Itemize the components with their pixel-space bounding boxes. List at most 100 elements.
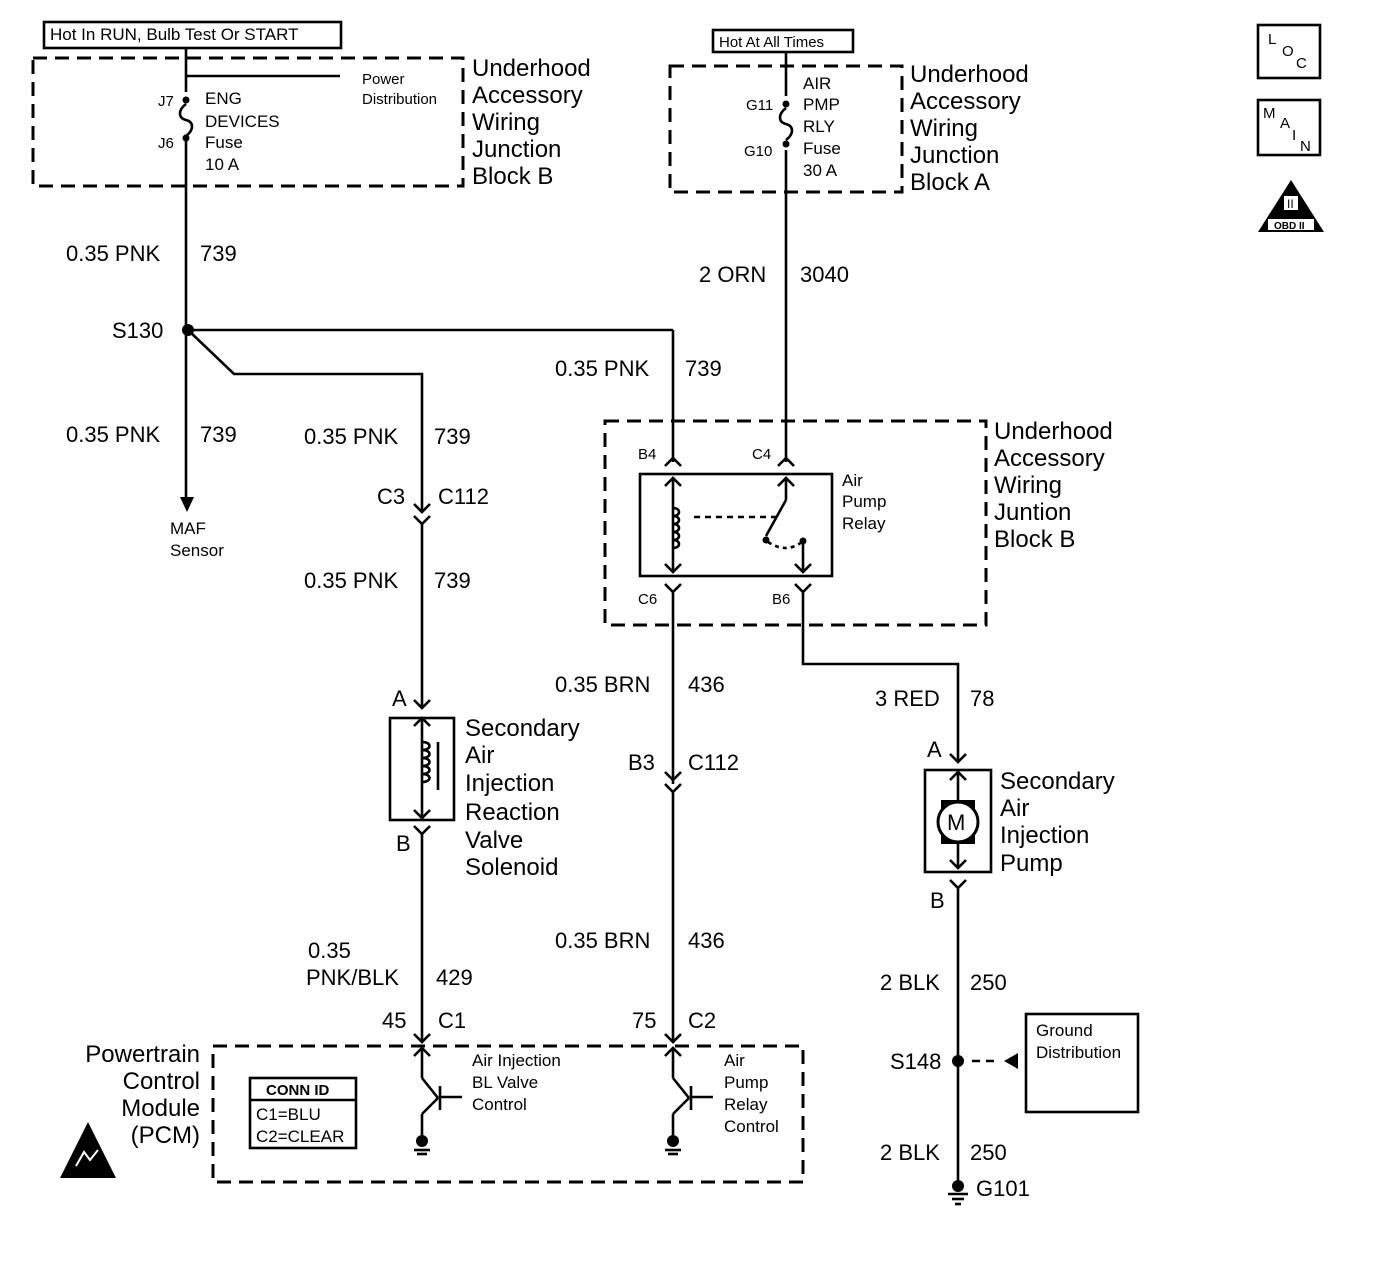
driver2-label: Air Pump Relay Control bbox=[724, 1051, 779, 1136]
wire-label-739-upper: 0.35 PNK 739 bbox=[66, 241, 237, 266]
svg-text:250: 250 bbox=[970, 1140, 1007, 1165]
svg-text:Junction: Junction bbox=[472, 136, 561, 163]
pin-j7: J7 bbox=[158, 93, 174, 110]
svg-text:Fuse: Fuse bbox=[205, 133, 243, 152]
svg-text:PNK/BLK: PNK/BLK bbox=[306, 965, 399, 990]
svg-text:N: N bbox=[1300, 138, 1311, 155]
air-injection-bl-valve-driver[interactable] bbox=[413, 1046, 462, 1156]
pump-label: Secondary Air Injection Pump bbox=[1000, 768, 1115, 877]
svg-text:Pump: Pump bbox=[1000, 850, 1063, 877]
pin-j6: J6 bbox=[158, 135, 174, 152]
svg-text:Air: Air bbox=[465, 742, 494, 769]
ground-distribution-ref[interactable]: Ground Distribution bbox=[1024, 1012, 1140, 1114]
svg-text:AIR: AIR bbox=[803, 74, 831, 93]
connector-c1[interactable] bbox=[413, 1033, 431, 1044]
svg-text:2 BLK: 2 BLK bbox=[880, 970, 940, 995]
svg-text:436: 436 bbox=[688, 928, 725, 953]
svg-text:Secondary: Secondary bbox=[1000, 768, 1115, 795]
wire-label-250-lower: 2 BLK 250 bbox=[880, 1140, 1007, 1165]
relay-block-title: Underhood Accessory Wiring Juntion Block… bbox=[994, 418, 1113, 553]
obd-ii-icon[interactable]: II OBD II bbox=[1258, 180, 1324, 232]
loc-icon[interactable]: L O C bbox=[1256, 23, 1322, 80]
svg-text:0.35 PNK: 0.35 PNK bbox=[66, 422, 160, 447]
svg-text:0.35 BRN: 0.35 BRN bbox=[555, 928, 650, 953]
wire-label-739-solenoid-lower: 0.35 PNK 739 bbox=[304, 568, 471, 593]
wire-label-429: 0.35 PNK/BLK 429 bbox=[306, 938, 473, 990]
svg-text:429: 429 bbox=[436, 965, 473, 990]
svg-text:Underhood: Underhood bbox=[994, 418, 1113, 445]
secondary-air-solenoid[interactable] bbox=[388, 716, 456, 822]
svg-text:0.35 BRN: 0.35 BRN bbox=[555, 672, 650, 697]
air-pump-relay-label: Air Pump Relay bbox=[842, 471, 886, 533]
svg-text:3040: 3040 bbox=[800, 262, 849, 287]
svg-text:Distribution: Distribution bbox=[1036, 1043, 1121, 1062]
air-pump-relay-driver[interactable] bbox=[664, 1046, 713, 1156]
svg-text:Accessory: Accessory bbox=[910, 88, 1021, 115]
svg-text:C: C bbox=[1296, 55, 1307, 72]
svg-text:Junction: Junction bbox=[910, 142, 999, 169]
svg-text:0.35 PNK: 0.35 PNK bbox=[66, 241, 160, 266]
pin-c6: C6 bbox=[638, 591, 657, 608]
svg-text:0.35: 0.35 bbox=[308, 938, 351, 963]
wire-label-3040: 2 ORN 3040 bbox=[699, 262, 849, 287]
svg-text:Accessory: Accessory bbox=[472, 82, 583, 109]
svg-text:436: 436 bbox=[688, 672, 725, 697]
solenoid-label: Secondary Air Injection Reaction Valve S… bbox=[465, 715, 580, 881]
svg-text:Module: Module bbox=[121, 1095, 200, 1122]
arrow-to-maf-icon bbox=[180, 497, 194, 512]
air-pump-relay[interactable] bbox=[638, 472, 834, 578]
motor-m-label: M bbox=[947, 810, 965, 835]
svg-text:739: 739 bbox=[434, 568, 471, 593]
wire-78 bbox=[801, 592, 960, 762]
pin-g11: G11 bbox=[746, 97, 773, 114]
connector-c1-label: C1 bbox=[438, 1008, 466, 1033]
svg-text:C2=CLEAR: C2=CLEAR bbox=[256, 1127, 344, 1146]
esd-warning-icon bbox=[60, 1122, 116, 1178]
solenoid-pin-a: A bbox=[392, 686, 407, 711]
svg-text:Underhood: Underhood bbox=[910, 61, 1029, 88]
svg-text:ENG: ENG bbox=[205, 89, 242, 108]
svg-text:Block B: Block B bbox=[994, 526, 1075, 553]
svg-text:Distribution: Distribution bbox=[362, 91, 437, 108]
secondary-air-pump[interactable]: M bbox=[923, 768, 993, 874]
splice-s148[interactable] bbox=[952, 1055, 964, 1067]
svg-text:Injection: Injection bbox=[1000, 822, 1089, 849]
svg-text:739: 739 bbox=[434, 424, 471, 449]
svg-text:MAF: MAF bbox=[170, 519, 206, 538]
svg-text:Accessory: Accessory bbox=[994, 445, 1105, 472]
maf-sensor-label[interactable]: MAF Sensor bbox=[170, 519, 224, 560]
svg-text:Relay: Relay bbox=[724, 1095, 768, 1114]
relay-pin-b6-connector bbox=[794, 583, 812, 594]
connector-c2[interactable] bbox=[664, 1033, 682, 1044]
power-distribution-label[interactable]: Power Distribution bbox=[362, 71, 437, 108]
driver1-label: Air Injection BL Valve Control bbox=[472, 1051, 561, 1114]
pump-connector-b bbox=[949, 879, 967, 890]
relay-pin-c6-connector bbox=[664, 583, 682, 594]
svg-text:Ground: Ground bbox=[1036, 1021, 1093, 1040]
svg-text:O: O bbox=[1282, 43, 1294, 60]
pin-b4: B4 bbox=[638, 446, 656, 463]
solenoid-pin-b: B bbox=[396, 831, 411, 856]
pin-45-label: 45 bbox=[382, 1008, 406, 1033]
wire-label-739-solenoid-upper: 0.35 PNK 739 bbox=[304, 424, 471, 449]
pin-c4: C4 bbox=[752, 446, 771, 463]
connector-c3-label: C3 bbox=[377, 484, 405, 509]
ground-g101-icon bbox=[948, 1180, 968, 1206]
fuse-air-pmp-rly-label: AIR PMP RLY Fuse 30 A bbox=[803, 74, 841, 180]
svg-text:Wiring: Wiring bbox=[994, 472, 1062, 499]
relay-pin-c4-connector bbox=[777, 456, 795, 467]
svg-text:RLY: RLY bbox=[803, 117, 835, 136]
svg-text:M: M bbox=[1263, 105, 1276, 122]
pcm-title: Powertrain Control Module (PCM) bbox=[85, 1041, 200, 1149]
svg-text:Injection: Injection bbox=[465, 770, 554, 797]
pump-connector-a bbox=[949, 753, 967, 764]
fuse-air-pmp-rly[interactable] bbox=[776, 96, 796, 150]
wire-label-250-upper: 2 BLK 250 bbox=[880, 970, 1007, 995]
svg-text:Hot At All Times: Hot At All Times bbox=[719, 34, 824, 51]
svg-text:Sensor: Sensor bbox=[170, 541, 224, 560]
wire-label-739-relay: 0.35 PNK 739 bbox=[555, 356, 722, 381]
svg-text:L: L bbox=[1268, 31, 1276, 48]
main-icon[interactable]: M A I N bbox=[1256, 98, 1322, 157]
svg-text:Air Injection: Air Injection bbox=[472, 1051, 561, 1070]
fuse-eng-devices[interactable] bbox=[176, 92, 196, 142]
